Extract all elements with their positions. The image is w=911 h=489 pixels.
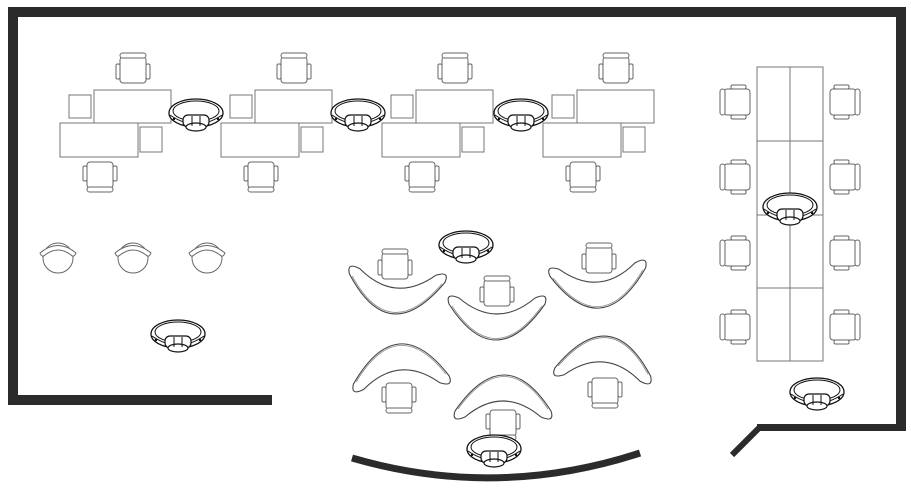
wall-right: [896, 7, 906, 431]
smoke-detector-icon: [150, 319, 206, 353]
office-chair-icon: [581, 242, 617, 274]
smoke-detector-icon: [438, 230, 494, 264]
workstation-3: [382, 53, 493, 192]
round-stool-icon: [188, 242, 226, 274]
workstation-2: [221, 53, 332, 192]
workstation-1: [60, 53, 171, 192]
office-chair-icon: [719, 84, 751, 120]
office-chair-icon: [377, 248, 413, 280]
office-chair-icon: [719, 159, 751, 195]
office-chair-icon: [719, 235, 751, 271]
workstation-4: [543, 53, 654, 192]
wall-bottom-right: [757, 424, 906, 431]
curved-wall: [351, 449, 642, 482]
smoke-detector-icon: [168, 98, 224, 132]
door-swing-wall: [729, 424, 763, 458]
wall-left: [8, 7, 18, 405]
curved-desk-area: [344, 242, 656, 441]
stools: [39, 242, 226, 274]
curved-desk: [552, 331, 656, 385]
office-chair-icon: [719, 309, 751, 345]
round-stool-icon: [114, 242, 152, 274]
smoke-detector-icon: [493, 98, 549, 132]
office-chair-icon: [829, 159, 861, 195]
wall-top: [8, 7, 906, 17]
office-chair-icon: [829, 84, 861, 120]
office-chair-icon: [381, 382, 417, 414]
office-chair-icon: [829, 235, 861, 271]
walls: [8, 7, 906, 482]
smoke-detector-icon: [330, 98, 386, 132]
office-chair-icon: [479, 275, 515, 307]
office-chair-icon: [829, 309, 861, 345]
smoke-detector-icon: [466, 434, 522, 468]
office-chair-icon: [587, 377, 623, 409]
wall-bottom-left: [8, 395, 272, 405]
smoke-detector-icon: [789, 377, 845, 411]
round-stool-icon: [39, 242, 77, 274]
